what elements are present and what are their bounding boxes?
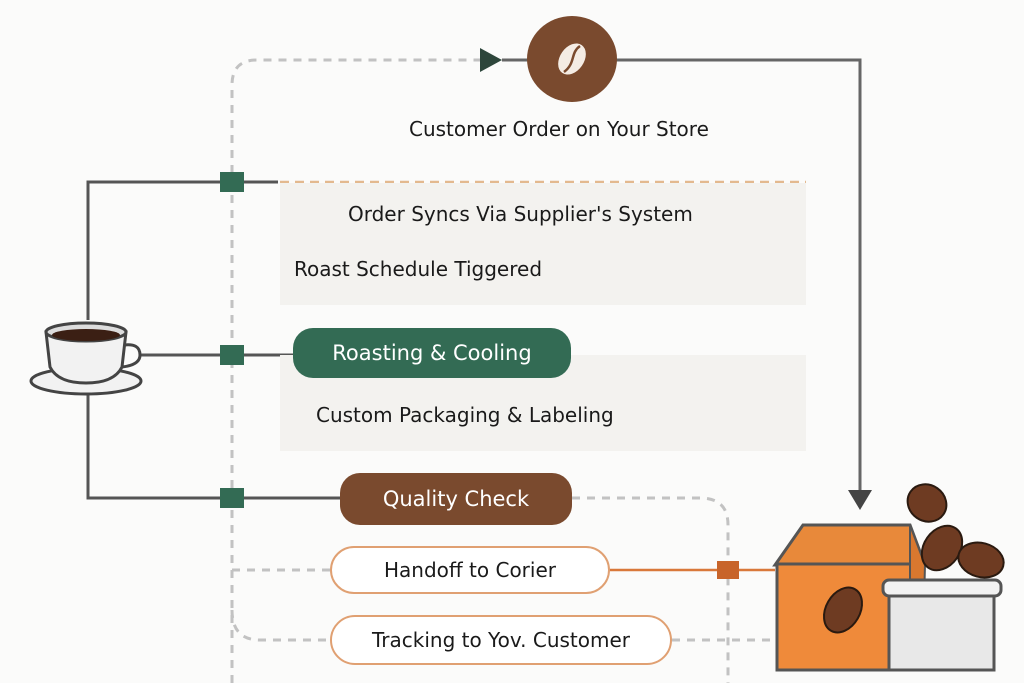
step-handoff-courier[interactable]: Handoff to Corier [330, 546, 610, 594]
coffee-cup-icon [29, 321, 143, 396]
coffee-bean-icon [906, 483, 948, 523]
coffee-bean-icon [823, 586, 863, 634]
qc-dashed-line [572, 496, 730, 683]
arrow-right-icon [480, 48, 502, 72]
junction-node [220, 488, 244, 508]
container-icon [887, 593, 996, 672]
dashed-loop-line [230, 58, 490, 683]
step-packaging: Custom Packaging & Labeling [316, 403, 614, 427]
order-node[interactable] [527, 16, 617, 102]
step-roasting-cooling[interactable]: Roasting & Cooling [293, 328, 571, 378]
coffee-bean-icon [558, 43, 586, 75]
junction-node [220, 172, 244, 192]
step-tracking-customer[interactable]: Tracking to Yov. Customer [330, 615, 672, 665]
arrow-down-icon [848, 490, 872, 510]
step-roast-schedule: Roast Schedule Tiggered [294, 257, 543, 281]
junction-node [717, 561, 739, 579]
order-node-label: Customer Order on Your Store [409, 117, 709, 141]
coffee-bean-icon [957, 541, 1005, 579]
coffee-bean-icon [920, 524, 964, 572]
order-to-box-line [615, 58, 862, 492]
sync-panel [280, 183, 806, 305]
junction-node [220, 345, 244, 365]
package-box-icon [772, 483, 1005, 672]
step-order-sync: Order Syncs Via Supplier's System [348, 202, 693, 226]
step-quality-check[interactable]: Quality Check [340, 473, 572, 525]
